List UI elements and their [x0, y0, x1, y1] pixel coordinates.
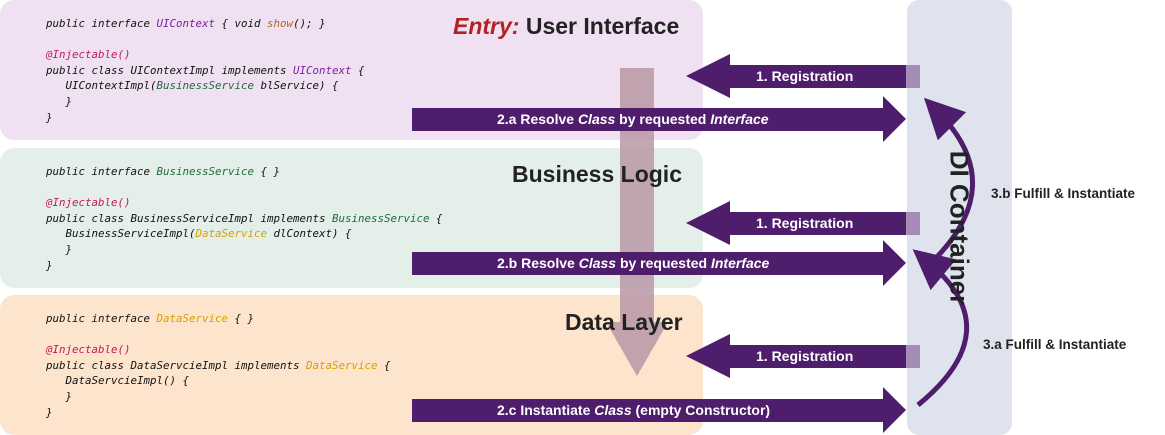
code-text: }: [46, 389, 73, 403]
registration-tail-bl: [906, 212, 920, 235]
code-annotation: @Injectable(): [46, 343, 131, 357]
label-class: Class: [594, 402, 632, 418]
code-text: }: [46, 242, 73, 256]
code-text: dlContext) {: [267, 227, 352, 241]
fulfill-label-b: 3.b Fulfill & Instantiate: [991, 186, 1136, 201]
label-text: by requested: [615, 111, 711, 127]
label-interface: Interface: [710, 111, 769, 127]
code-bl: public interface BusinessService { } @In…: [46, 164, 443, 273]
layer-title-bl: Business Logic: [512, 161, 682, 187]
registration-arrow-bl: [686, 201, 920, 245]
code-text: { void: [215, 17, 268, 30]
code-text: }: [46, 110, 53, 124]
label-text: (empty Constructor): [631, 402, 771, 418]
code-text: (); }: [293, 17, 326, 30]
code-interface: BusinessService: [332, 211, 430, 225]
code-text: {: [377, 358, 391, 372]
di-container-label: DI Container: [944, 150, 975, 306]
code-text: public interface: [46, 165, 157, 178]
code-text: BusinessServiceImpl(: [46, 227, 196, 241]
code-interface: UIContext: [156, 17, 216, 30]
code-text: }: [46, 258, 53, 272]
label-text: 2.a Resolve: [497, 111, 578, 127]
code-interface: DataService: [195, 227, 268, 241]
layer-title-dl: Data Layer: [565, 309, 683, 335]
registration-arrow-ui: [686, 54, 920, 98]
code-text: public class BusinessServiceImpl impleme…: [46, 211, 333, 225]
code-interface: UIContext: [293, 63, 352, 77]
layer-title-text: User Interface: [525, 13, 680, 39]
layer-title-ui: Entry: User Interface: [453, 13, 679, 40]
label-interface: Interface: [710, 255, 770, 271]
code-text: public class DataServcieImpl implements: [46, 358, 307, 372]
code-text: blService) {: [254, 79, 339, 93]
di-container-panel: [907, 0, 1012, 435]
code-interface: BusinessService: [156, 79, 255, 93]
registration-arrow-dl: [686, 334, 920, 378]
down-arrow: [606, 68, 668, 376]
instantiate-arrow-c: [412, 387, 906, 433]
code-interface: DataService: [306, 358, 378, 372]
code-interface: DataService: [156, 312, 229, 325]
registration-label-ui: 1. Registration: [756, 68, 854, 84]
code-text: UIContextImpl(: [46, 79, 157, 93]
label-class: Class: [578, 255, 617, 271]
code-text: { }: [254, 165, 281, 178]
code-text: }: [46, 94, 73, 108]
code-text: { }: [228, 312, 255, 325]
code-text: public interface: [46, 17, 157, 30]
registration-label-bl: 1. Registration: [756, 215, 854, 231]
resolve-label-b: 2.b Resolve Class by requested Interface: [497, 255, 769, 271]
registration-tail-ui: [906, 65, 920, 88]
resolve-label-a: 2.a Resolve Class by requested Interface: [497, 111, 769, 127]
layer-title-prefix: Entry:: [453, 13, 520, 39]
code-annotation: @Injectable(): [46, 48, 131, 62]
fulfill-curve-a: [912, 249, 970, 407]
code-text: public interface: [46, 312, 157, 325]
code-annotation: @Injectable(): [46, 196, 131, 210]
code-text: }: [46, 405, 53, 419]
code-text: {: [429, 211, 443, 225]
resolve-arrow-b: [412, 240, 906, 286]
code-text: DataServcieImpl() {: [46, 374, 190, 388]
fulfill-label-a: 3.a Fulfill & Instantiate: [983, 337, 1127, 352]
code-interface: BusinessService: [156, 165, 255, 178]
instantiate-label-c: 2.c Instantiate Class (empty Constructor…: [497, 402, 770, 418]
registration-tail-dl: [906, 345, 920, 368]
registration-label-dl: 1. Registration: [756, 348, 854, 364]
label-text: 2.b Resolve: [497, 255, 579, 271]
resolve-arrow-a: [412, 96, 906, 142]
code-text: {: [351, 63, 365, 77]
label-text: by requested: [616, 255, 711, 271]
code-method: show: [267, 17, 294, 30]
code-ui: public interface UIContext { void show()…: [46, 16, 365, 125]
fulfill-curve-b: [923, 97, 975, 264]
label-class: Class: [577, 111, 616, 127]
code-dl: public interface DataService { } @Inject…: [46, 311, 391, 420]
code-text: public class UIContextImpl implements: [46, 63, 294, 77]
label-text: 2.c Instantiate: [497, 402, 595, 418]
